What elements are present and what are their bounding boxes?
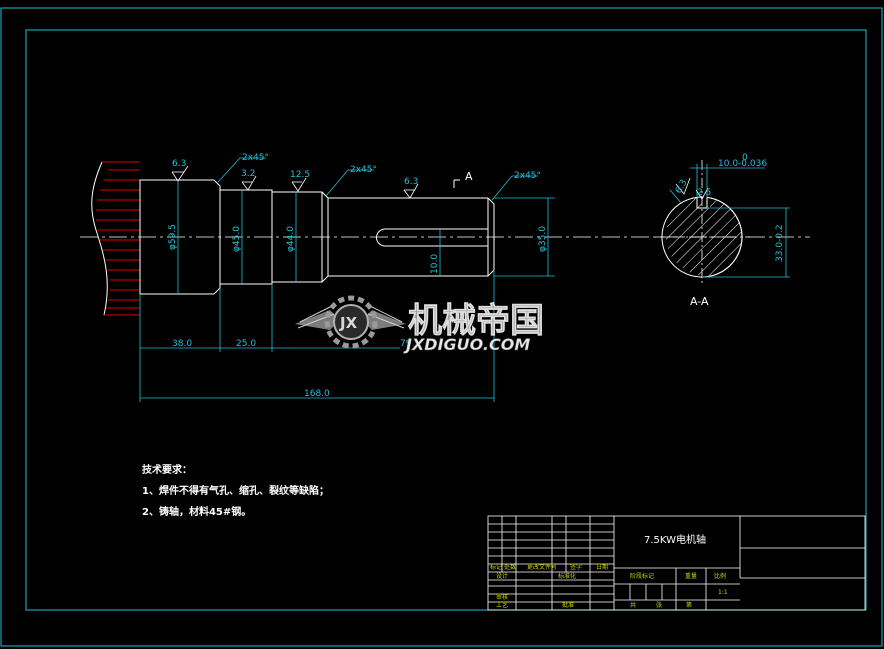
chamfer-2: 2x45° — [350, 165, 377, 175]
break-section — [91, 161, 140, 316]
tb-sheet-total: 共 — [630, 601, 636, 609]
watermark-cn: 机械帝国 — [408, 301, 544, 341]
notes-heading: 技术要求： — [142, 463, 192, 476]
length-2: 25.0 — [236, 339, 256, 349]
roughness-1: 6.3 — [172, 159, 186, 169]
tb-stage: 阶段标记 — [630, 572, 654, 580]
inner-frame — [25, 29, 867, 611]
notes-line-1: 1、焊件不得有气孔、缩孔、裂纹等缺陷； — [142, 484, 329, 497]
notes-line-2: 2、铸轴，材料45#钢。 — [142, 505, 251, 518]
outer-frame — [0, 7, 883, 647]
gear-logo-icon — [324, 295, 378, 349]
diameter-1: φ59.5 — [168, 224, 178, 250]
roughness-2: 3.2 — [241, 169, 255, 179]
section-mark: A — [465, 170, 473, 183]
dimension-lines — [139, 157, 555, 402]
tb-scale-value: 1:1 — [718, 589, 728, 596]
section-view — [655, 160, 790, 284]
watermark: JX 机械帝国 JXDIGUO.COM — [295, 295, 544, 354]
section-label: A-A — [690, 295, 709, 308]
title-block — [487, 515, 866, 611]
tb-sign: 签字 — [570, 563, 582, 571]
tb-sheet: 张 — [656, 601, 662, 609]
tb-count: 处数 — [504, 563, 516, 571]
tb-change: 更改文件号 — [527, 563, 557, 571]
diameter-3: φ44.0 — [286, 226, 296, 252]
diameter-2: φ45.0 — [232, 226, 242, 252]
tb-process: 工艺 — [496, 601, 508, 609]
section-roughness: 6.3 — [674, 178, 690, 195]
tb-date: 日期 — [596, 563, 608, 571]
key-tol-upper: 0 — [742, 153, 748, 163]
watermark-logo-text: JX — [339, 314, 358, 332]
section-depth: 33.0-0.2 — [775, 224, 785, 262]
chamfer-3: 2x45° — [514, 171, 541, 181]
tb-standard: 标准化 — [558, 572, 576, 580]
key-tolerance: 10.0-0.036 — [718, 159, 767, 169]
roughness-4: 6.3 — [404, 177, 418, 187]
roughness-symbols — [171, 165, 419, 199]
keyway-roughness: 2.5 — [697, 188, 711, 198]
length-total: 168.0 — [304, 389, 330, 399]
tb-weight: 重量 — [685, 572, 697, 580]
key-width: 10.0 — [430, 254, 440, 274]
length-3: 79 — [400, 339, 412, 349]
tb-sheet-label: 第 — [686, 601, 692, 609]
roughness-3: 12.5 — [290, 170, 310, 180]
drawing-title: 7.5KW电机轴 — [644, 533, 706, 546]
section-cut-marker — [453, 179, 460, 188]
watermark-en: JXDIGUO.COM — [403, 335, 530, 354]
tb-review: 审核 — [496, 593, 508, 601]
diameter-4: φ35.0 — [538, 226, 548, 252]
tb-approve: 批准 — [562, 601, 574, 609]
length-1: 38.0 — [172, 339, 192, 349]
tb-mark: 标记 — [490, 563, 502, 571]
chamfer-1: 2x45° — [242, 153, 269, 163]
tb-scale: 比例 — [714, 572, 726, 580]
tb-design: 设计 — [496, 572, 508, 580]
